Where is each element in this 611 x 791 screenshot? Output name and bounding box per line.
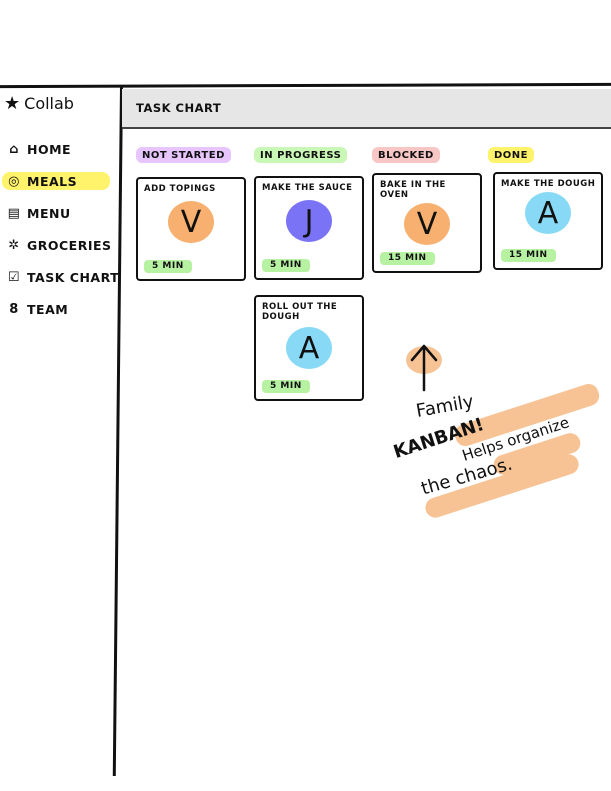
sidebar-item-groceries[interactable]: ✲ Groceries bbox=[6, 236, 120, 254]
sidebar-item-home[interactable]: ⌂ Home bbox=[6, 140, 120, 158]
column-label-done: Done bbox=[488, 147, 535, 163]
column-label-blocked: Blocked bbox=[372, 147, 440, 163]
sidebar-item-label: Groceries bbox=[27, 237, 112, 253]
sidebar-item-meals[interactable]: ◎ Meals bbox=[2, 172, 110, 190]
sidebar-item-team[interactable]: 8 Team bbox=[6, 300, 120, 318]
task-card[interactable]: Add Topings V 5 min bbox=[136, 177, 246, 281]
avatar-letter: A bbox=[298, 330, 320, 366]
house-icon: ⌂ bbox=[9, 141, 19, 157]
page-title: Task Chart bbox=[136, 101, 222, 115]
sidebar-item-label: Meals bbox=[27, 173, 78, 189]
arrow-up-icon bbox=[406, 344, 442, 392]
time-badge: 15 min bbox=[501, 249, 556, 262]
annotation-note: Family KANBAN! Helps organize the chaos. bbox=[391, 381, 602, 530]
avatar-letter: V bbox=[180, 204, 202, 240]
task-card[interactable]: Make the Sauce J 5 min bbox=[254, 176, 364, 280]
star-icon: ★ bbox=[4, 92, 21, 114]
sidebar-item-task-chart[interactable]: ☑ Task Chart bbox=[6, 268, 120, 286]
column-label-not-started: Not Started bbox=[136, 147, 231, 163]
sidebar-item-label: Team bbox=[27, 301, 69, 317]
avatar-letter: A bbox=[537, 195, 559, 231]
sidebar-item-label: Menu bbox=[27, 205, 71, 221]
sidebar-item-menu[interactable]: ▤ Menu bbox=[6, 204, 120, 222]
menu-icon: ▤ bbox=[7, 205, 21, 221]
avatar: V bbox=[404, 203, 450, 245]
avatar-letter: J bbox=[304, 203, 314, 239]
page-header: Task Chart bbox=[122, 89, 611, 129]
checkbox-icon: ☑ bbox=[7, 269, 21, 285]
avatar: A bbox=[525, 192, 571, 234]
task-title: Make the dough bbox=[501, 179, 596, 189]
task-card[interactable]: Roll out the dough A 5 min bbox=[254, 295, 364, 401]
task-title: Bake in the oven bbox=[380, 180, 446, 200]
task-title: Make the Sauce bbox=[262, 183, 353, 193]
task-card[interactable]: Bake in the oven V 15 min bbox=[372, 173, 482, 273]
time-badge: 5 min bbox=[262, 259, 310, 272]
avatar: A bbox=[286, 327, 332, 369]
time-badge: 15 min bbox=[380, 252, 435, 265]
sidebar-item-label: Task Chart bbox=[27, 269, 120, 285]
plate-icon: ◎ bbox=[8, 173, 20, 189]
time-badge: 5 min bbox=[144, 260, 192, 273]
sidebar-item-label: Home bbox=[27, 141, 72, 157]
avatar-letter: V bbox=[416, 206, 438, 242]
sidebar: ★ Collab ⌂ Home ◎ Meals ▤ Menu ✲ Groceri… bbox=[0, 88, 120, 788]
avatar: J bbox=[286, 200, 332, 242]
sidebar-nav: ⌂ Home ◎ Meals ▤ Menu ✲ Groceries ☑ Task… bbox=[2, 140, 120, 332]
team-icon: 8 bbox=[9, 301, 19, 317]
brand[interactable]: ★ Collab bbox=[4, 94, 74, 113]
avatar: V bbox=[168, 201, 214, 243]
time-badge: 5 min bbox=[262, 380, 310, 393]
task-title: Add Topings bbox=[144, 184, 216, 194]
task-card[interactable]: Make the dough A 15 min bbox=[493, 172, 603, 270]
brand-name: Collab bbox=[24, 94, 74, 113]
task-title: Roll out the dough bbox=[262, 302, 338, 322]
column-label-in-progress: In Progress bbox=[254, 147, 348, 163]
carrot-icon: ✲ bbox=[8, 237, 20, 253]
